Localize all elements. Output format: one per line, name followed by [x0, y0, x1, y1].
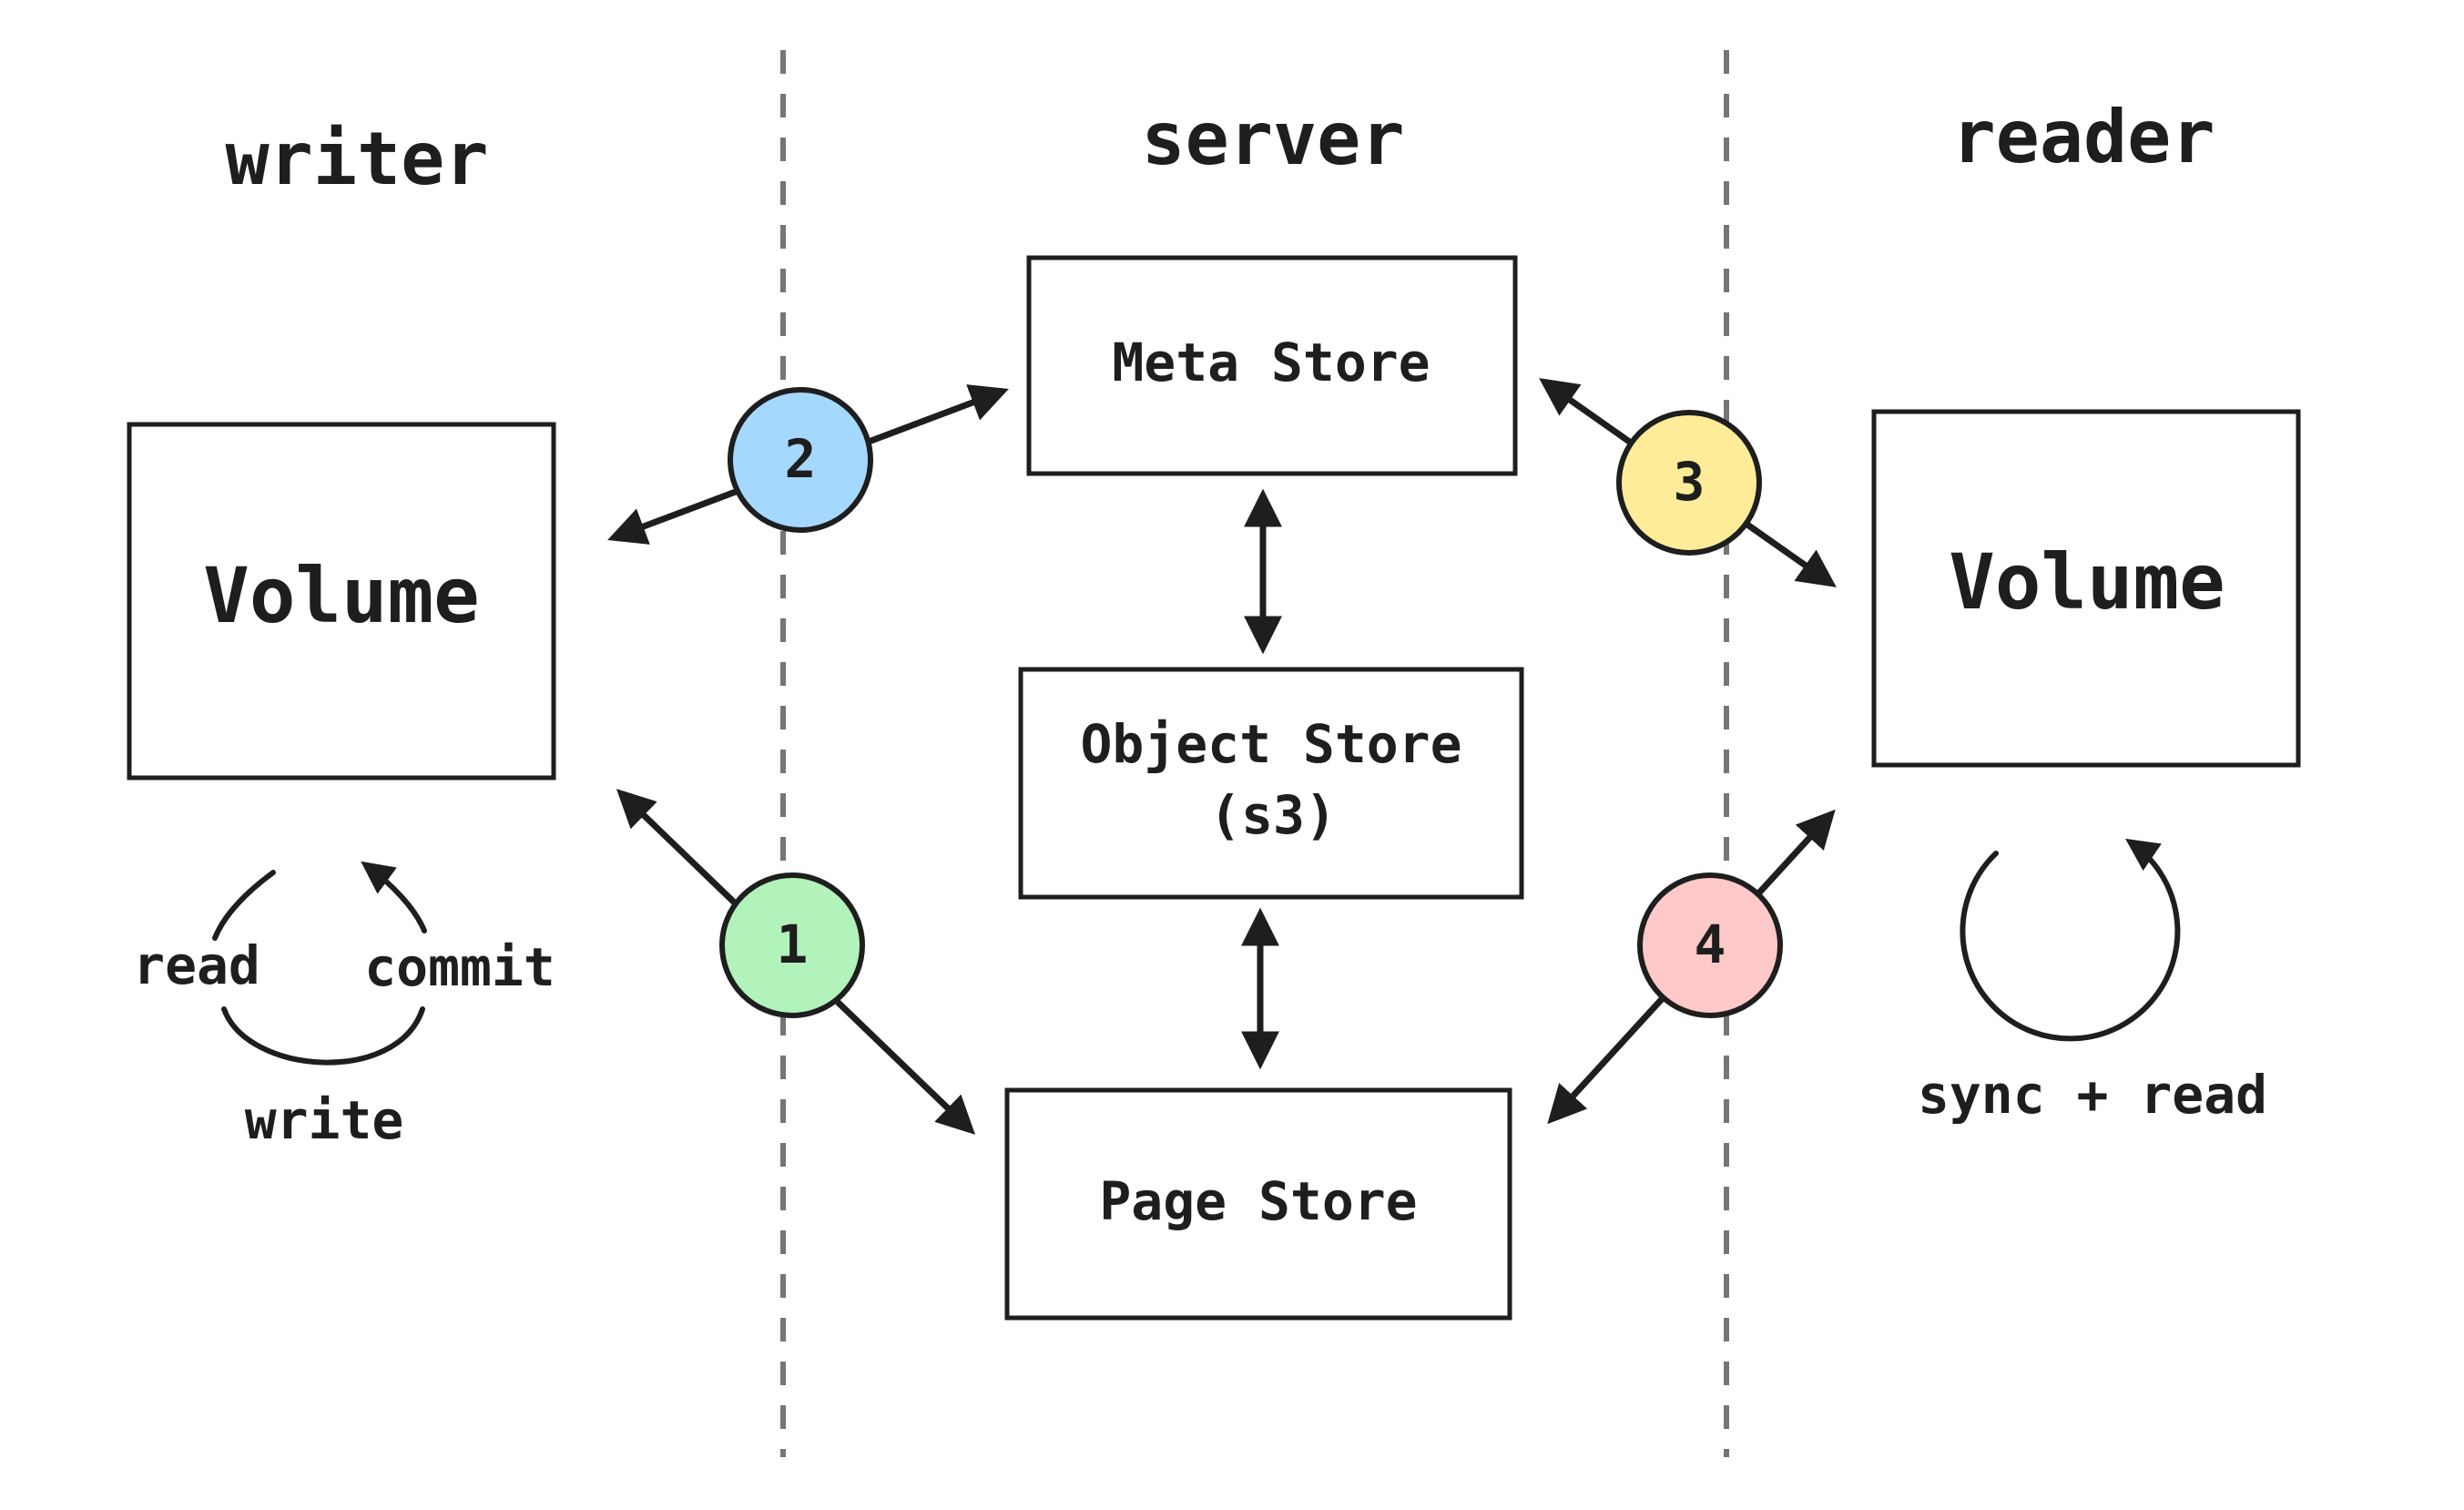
- badge-1-number: 1: [777, 913, 809, 975]
- reader-volume-label: Volume: [1949, 537, 2225, 627]
- badge-1: 1: [719, 872, 865, 1018]
- writer-cycle-commit-label: commit: [364, 936, 555, 998]
- writer-cycle-write-label: write: [245, 1089, 404, 1151]
- badge-4-number: 4: [1695, 913, 1726, 975]
- badge-3-circle: [1616, 410, 1762, 556]
- meta-store-label: Meta Store: [1112, 332, 1430, 393]
- reader-volume-box: [1871, 409, 2301, 768]
- object-store-box: [1018, 667, 1524, 900]
- writer-cycle-bottom-arc: [221, 1006, 425, 1066]
- badge-3-number: 3: [1674, 451, 1705, 513]
- writer-volume-box: [127, 422, 556, 781]
- server-title: server: [1142, 97, 1405, 181]
- reader-refresh-circle: [1960, 838, 2181, 1042]
- object-store-sublabel: (s3): [1209, 784, 1337, 846]
- page-store-label: Page Store: [1099, 1170, 1417, 1232]
- badge-3: 3: [1616, 410, 1762, 556]
- reader-cycle-label: sync + read: [1918, 1064, 2267, 1126]
- reader-title: reader: [1952, 95, 2215, 179]
- meta-store-box: [1026, 255, 1518, 476]
- badge-2: 2: [728, 387, 873, 533]
- writer-cycle-top-left-arc: [212, 870, 276, 941]
- badge-4-circle: [1637, 872, 1783, 1018]
- writer-title: writer: [226, 117, 489, 201]
- badge-4: 4: [1637, 872, 1783, 1018]
- writer-cycle-read-label: read: [133, 934, 260, 996]
- badge-1-circle: [719, 872, 865, 1018]
- object-store-label: Object Store: [1080, 713, 1461, 775]
- badge-2-number: 2: [785, 428, 817, 490]
- writer-volume-label: Volume: [203, 551, 479, 640]
- badge-2-circle: [728, 387, 873, 533]
- writer-cycle-top-right-arc: [361, 861, 427, 934]
- page-store-box: [1004, 1087, 1512, 1321]
